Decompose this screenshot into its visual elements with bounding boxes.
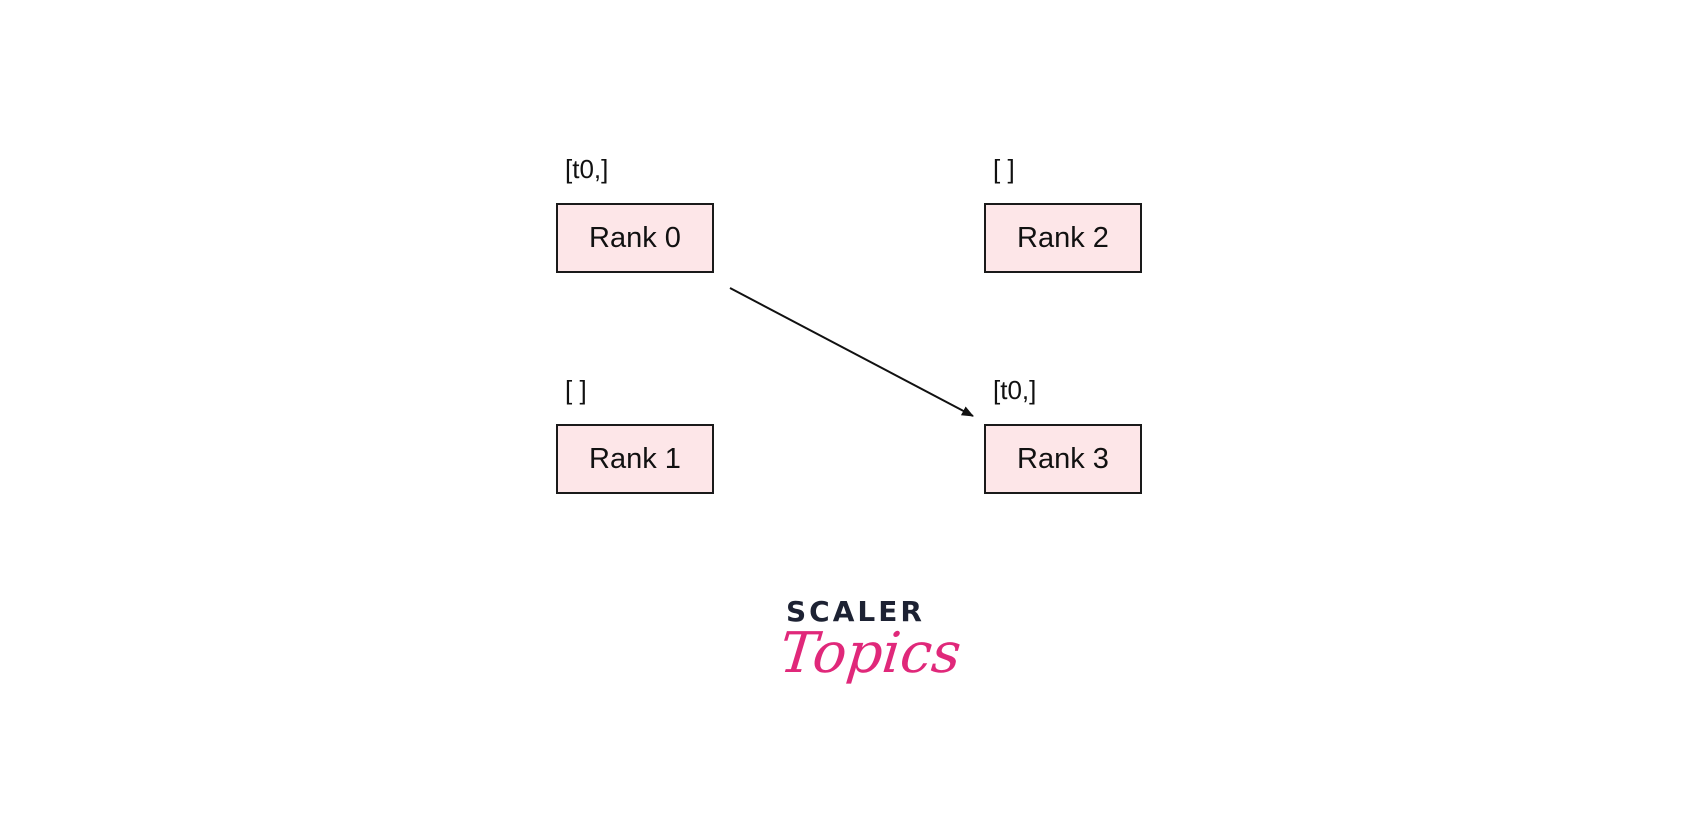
rank3-node: Rank 3	[984, 424, 1142, 494]
logo-scaler-text: SCALER	[786, 595, 925, 628]
rank1-buffer: [ ]	[565, 375, 587, 405]
rank1-node: Rank 1	[556, 424, 714, 494]
rank0-node: Rank 0	[556, 203, 714, 273]
rank2-node: Rank 2	[984, 203, 1142, 273]
scaler-topics-logo: SCALER Topics	[770, 595, 964, 728]
rank2-buffer: [ ]	[993, 154, 1015, 184]
rank0-buffer: [t0,]	[565, 154, 609, 184]
rank3-buffer: [t0,]	[993, 375, 1037, 405]
edge-rank0-to-rank3	[729, 287, 974, 417]
logo-topics-text: Topics	[776, 621, 965, 686]
